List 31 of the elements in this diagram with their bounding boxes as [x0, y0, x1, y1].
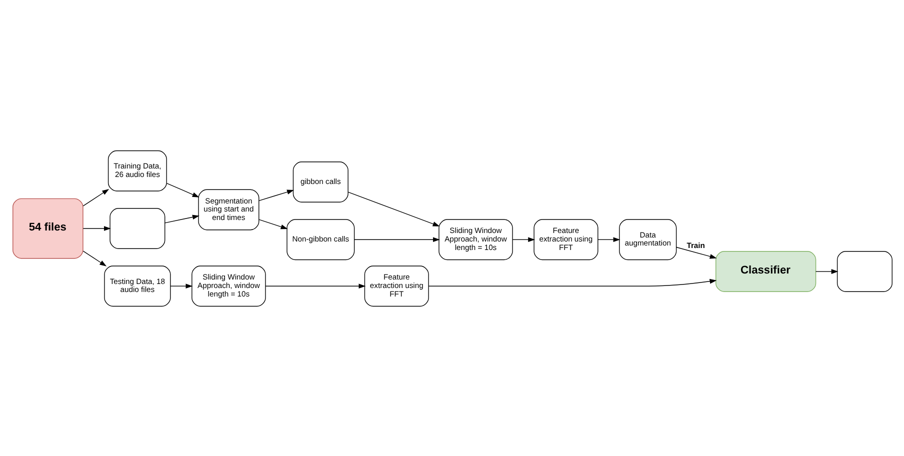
arrow [170, 283, 192, 288]
node-box [836, 250, 892, 292]
arrow [264, 283, 366, 288]
arrow [166, 182, 199, 197]
node-box: Training Data, 26 audio files [107, 150, 166, 191]
arrow [164, 214, 199, 223]
arrow [82, 188, 109, 206]
node-box: Testing Data, 18 audio files [104, 265, 170, 306]
node-box: Sliding Window Approach, window length = 10s [438, 218, 512, 260]
node-box [109, 208, 165, 248]
arrow [258, 189, 294, 201]
node-box: Sliding Window Approach, window length = 10s [191, 265, 266, 306]
node-box: Data augmentation [618, 218, 676, 260]
node-box: Classifier [715, 250, 816, 292]
arrow [512, 236, 535, 242]
node-box: Feature extraction using FFT [364, 265, 428, 306]
node-box: Non-gibbon calls [286, 218, 354, 260]
arrow [353, 236, 440, 242]
arrow [597, 236, 620, 242]
arrow [428, 278, 716, 286]
node-box: Feature extraction using FFT [533, 218, 598, 260]
edge-label: Train [686, 240, 704, 250]
arrow [82, 250, 106, 266]
node-box: Segmentation using start and end times [198, 188, 259, 230]
arrow [258, 218, 288, 229]
arrow [347, 191, 440, 226]
node-box: 54 files [12, 198, 83, 258]
arrow [82, 226, 110, 230]
node-box: gibbon calls [292, 161, 348, 202]
arrow [815, 268, 838, 274]
arrow [676, 246, 716, 258]
